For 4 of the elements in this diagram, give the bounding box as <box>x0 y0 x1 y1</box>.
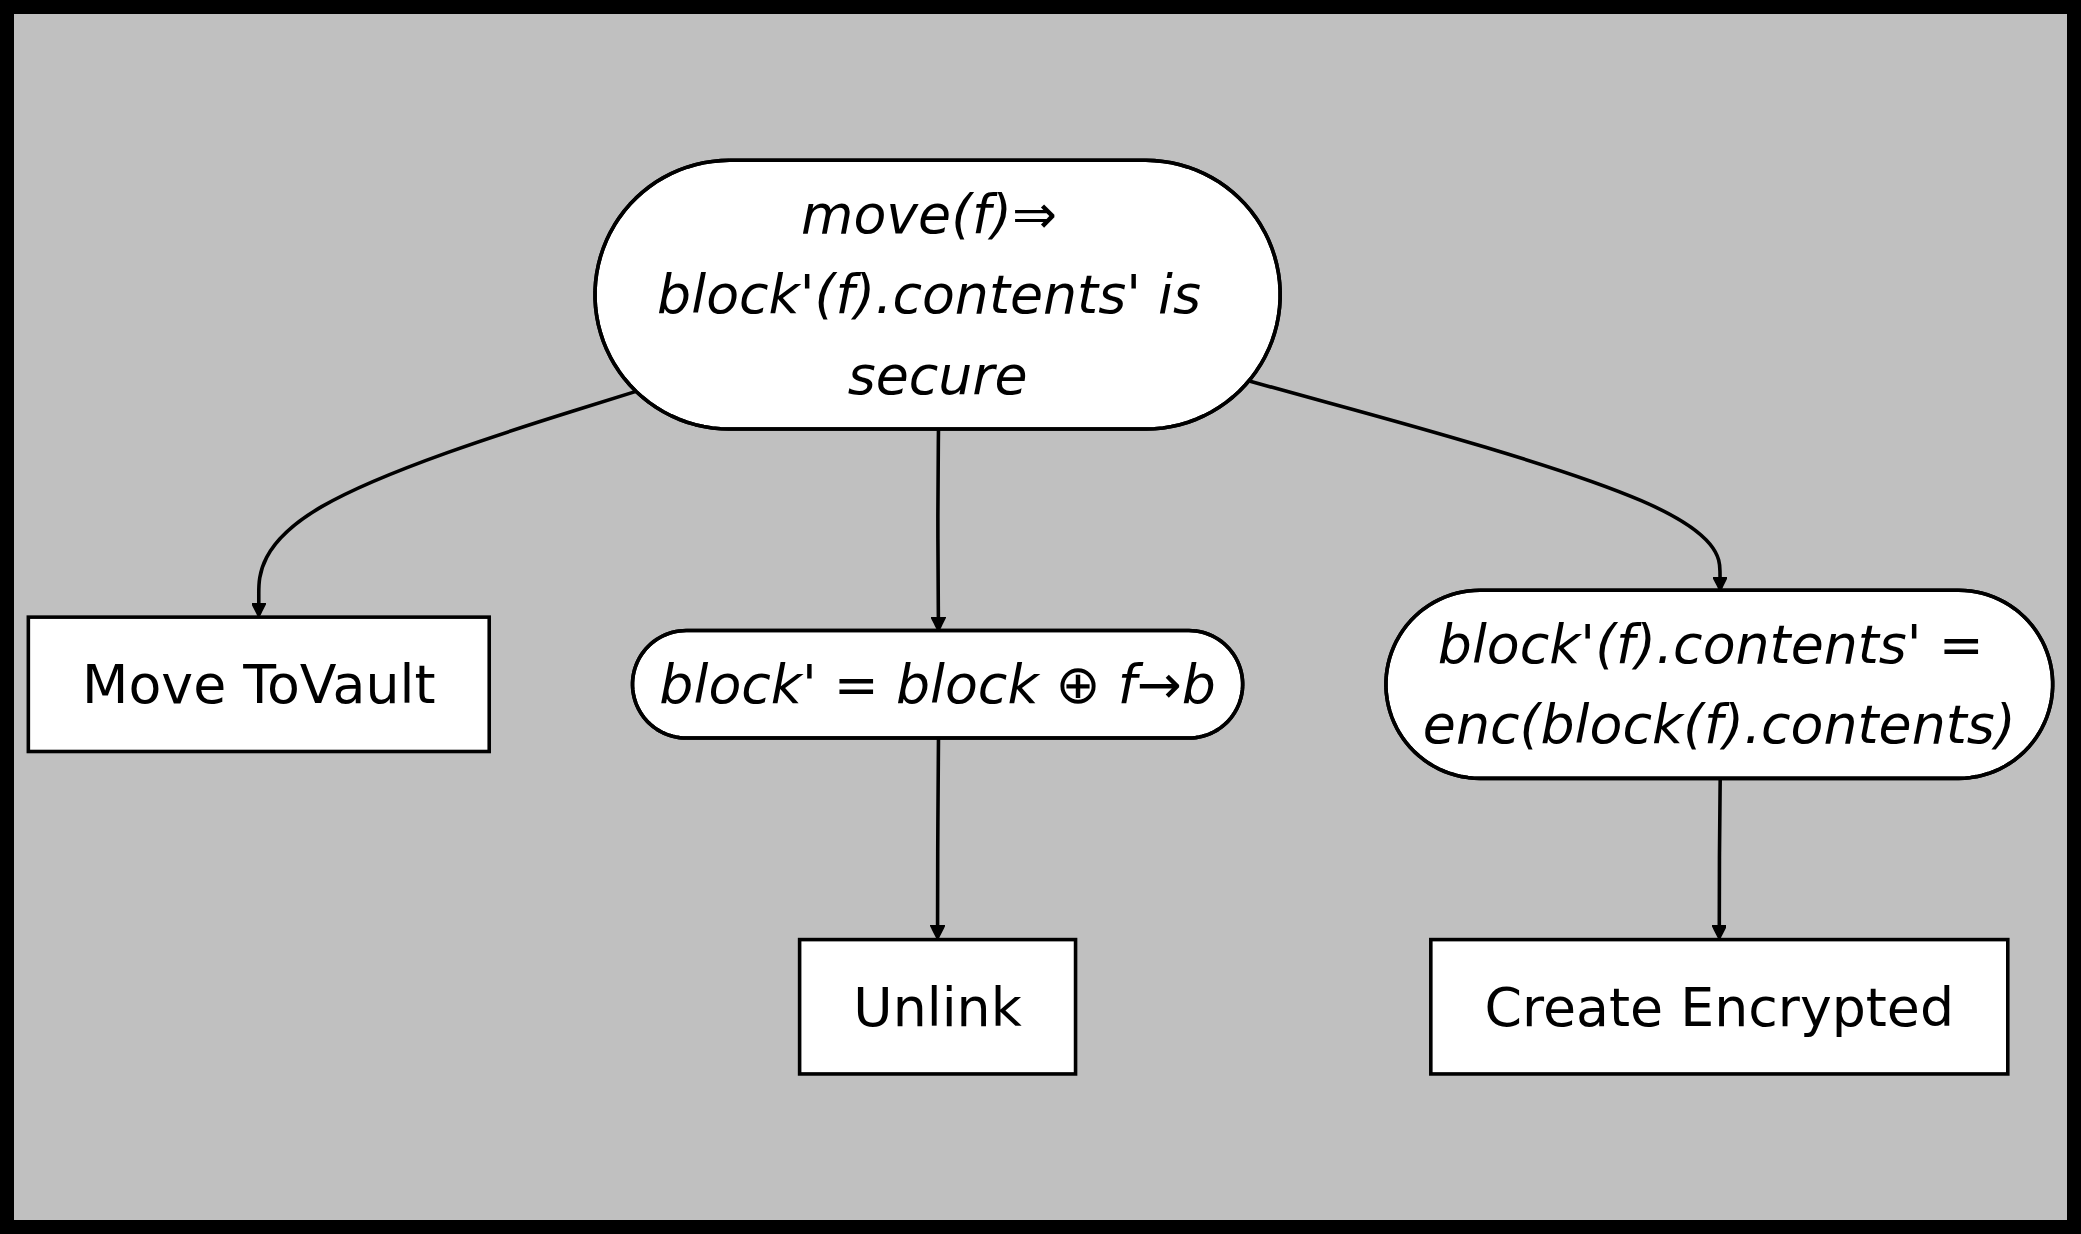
node-box: Move ToVault <box>26 615 491 754</box>
node-box: Unlink <box>797 937 1078 1076</box>
node-box: Create Encrypted <box>1429 937 2010 1076</box>
arrow <box>250 389 637 618</box>
